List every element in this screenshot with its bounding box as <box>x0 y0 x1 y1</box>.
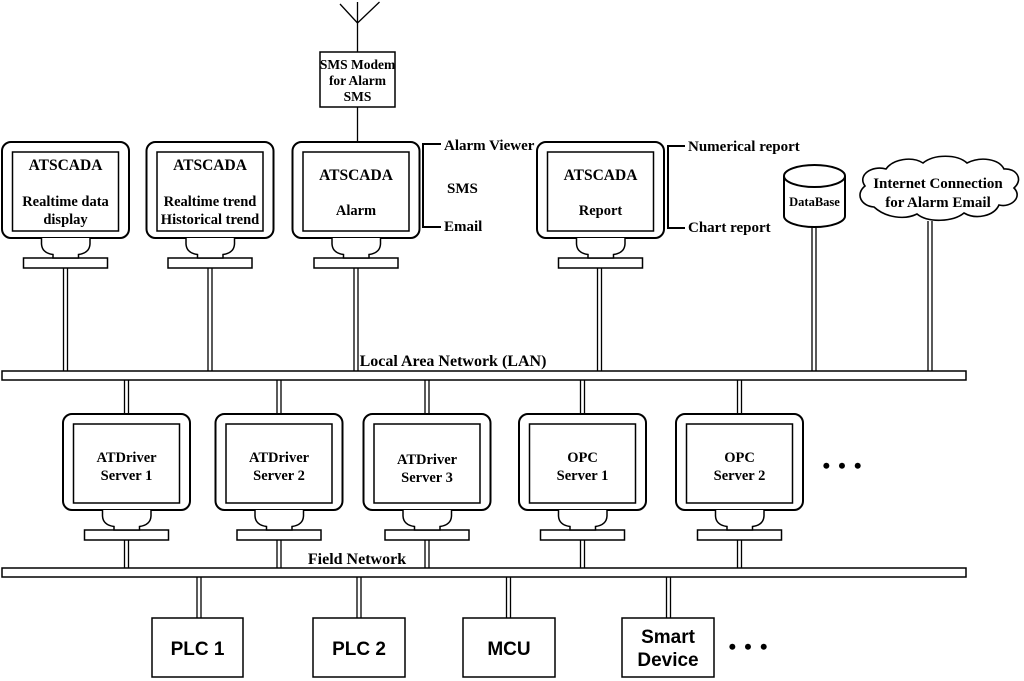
workstation-report: ATSCADA Report <box>536 141 665 269</box>
connector-lan-to-atdriver2 <box>276 379 282 416</box>
connector-field-to-smart-device <box>665 576 672 618</box>
workstation-line2: display <box>43 212 88 228</box>
server-atdriver3: ATDriver Server 3 <box>362 413 492 541</box>
more-servers-ellipsis: ••• <box>822 453 869 478</box>
device-label-line2: Device <box>637 650 698 671</box>
connector-lan-to-atdriver3 <box>424 379 430 416</box>
alarm-output-item2: SMS <box>447 181 478 197</box>
alarm-outputs-bracket: Alarm Viewer SMS Email <box>422 138 535 235</box>
server-line2: Server 3 <box>401 470 453 486</box>
internet-cloud-icon: Internet Connection for Alarm Email <box>859 155 1020 222</box>
server-atdriver1: ATDriver Server 1 <box>62 413 191 541</box>
workstation-realtime-display: ATSCADA Realtime data display <box>1 141 130 269</box>
connector-internet-to-lan <box>927 221 933 372</box>
database-label: DataBase <box>789 195 840 209</box>
connector-opc1-to-field <box>579 538 586 570</box>
report-output-item2: Chart report <box>688 220 771 236</box>
database-icon: DataBase <box>783 164 846 228</box>
workstation-line2: Historical trend <box>161 212 259 228</box>
server-atdriver2: ATDriver Server 2 <box>214 413 344 541</box>
report-output-item1: Numerical report <box>688 139 800 155</box>
server-line2: Server 1 <box>557 468 609 484</box>
server-line1: ATDriver <box>249 450 310 466</box>
sms-modem-line1: SMS Modem <box>320 57 396 72</box>
server-line1: ATDriver <box>397 452 458 468</box>
device-smart: Smart Device <box>621 617 715 678</box>
server-line2: Server 1 <box>101 468 153 484</box>
connector-field-to-mcu <box>505 576 512 618</box>
connector-atdriver1-to-field <box>123 538 130 570</box>
workstation-line1: Realtime data <box>22 194 109 210</box>
server-opc2: OPC Server 2 <box>675 413 804 541</box>
connector-report-to-lan <box>596 267 603 372</box>
connector-lan-to-opc1 <box>579 379 586 416</box>
device-label: PLC 1 <box>171 639 225 660</box>
connector-database-to-lan <box>811 226 817 372</box>
connector-realtime-to-lan <box>62 267 69 372</box>
alarm-output-item3: Email <box>444 219 482 235</box>
workstation-title: ATSCADA <box>564 167 639 184</box>
device-label: PLC 2 <box>332 639 386 660</box>
device-plc1: PLC 1 <box>151 617 244 678</box>
workstation-title: ATSCADA <box>173 157 248 174</box>
workstation-alarm: ATSCADA Alarm <box>291 141 421 269</box>
server-line1: OPC <box>567 450 598 466</box>
alarm-output-item1: Alarm Viewer <box>444 138 535 154</box>
device-mcu: MCU <box>462 617 556 678</box>
connector-alarm-to-lan <box>353 267 359 372</box>
server-line2: Server 2 <box>714 468 766 484</box>
report-outputs-bracket: Numerical report Chart report <box>667 139 800 236</box>
connector-atdriver2-to-field <box>276 538 282 570</box>
lan-bus <box>1 370 967 381</box>
workstation-line1: Realtime trend <box>164 194 257 210</box>
device-plc2: PLC 2 <box>312 617 406 678</box>
sms-modem-box: SMS Modem for Alarm SMS <box>319 51 396 108</box>
server-line2: Server 2 <box>253 468 305 484</box>
server-line1: ATDriver <box>96 450 157 466</box>
field-network-bus <box>1 567 967 578</box>
workstation-line1: Report <box>579 203 623 219</box>
workstation-line1: Alarm <box>336 203 376 219</box>
workstation-trend: ATSCADA Realtime trend Historical trend <box>145 141 275 269</box>
sms-modem-line2: for Alarm <box>329 73 387 88</box>
connector-opc2-to-field <box>736 538 743 570</box>
more-devices-ellipsis: ••• <box>728 634 775 659</box>
connector-lan-to-atdriver1 <box>123 379 130 416</box>
device-label-line1: Smart <box>641 627 696 648</box>
internet-cloud-line1: Internet Connection <box>873 176 1003 192</box>
field-network-label: Field Network <box>308 551 406 568</box>
server-line1: OPC <box>724 450 755 466</box>
server-opc1: OPC Server 1 <box>518 413 647 541</box>
lan-bus-label: Local Area Network (LAN) <box>360 353 547 370</box>
device-label: MCU <box>487 639 530 660</box>
antenna-icon <box>339 1 380 52</box>
internet-cloud-line2: for Alarm Email <box>885 195 991 211</box>
connector-field-to-plc2 <box>356 576 362 618</box>
connector-lan-to-opc2 <box>736 379 743 416</box>
connector-trend-to-lan <box>207 267 213 372</box>
workstation-title: ATSCADA <box>29 157 104 174</box>
connector-field-to-plc1 <box>196 576 202 618</box>
sms-modem-line3: SMS <box>344 89 372 104</box>
connector-atdriver3-to-field <box>424 538 430 570</box>
workstation-title: ATSCADA <box>319 167 394 184</box>
